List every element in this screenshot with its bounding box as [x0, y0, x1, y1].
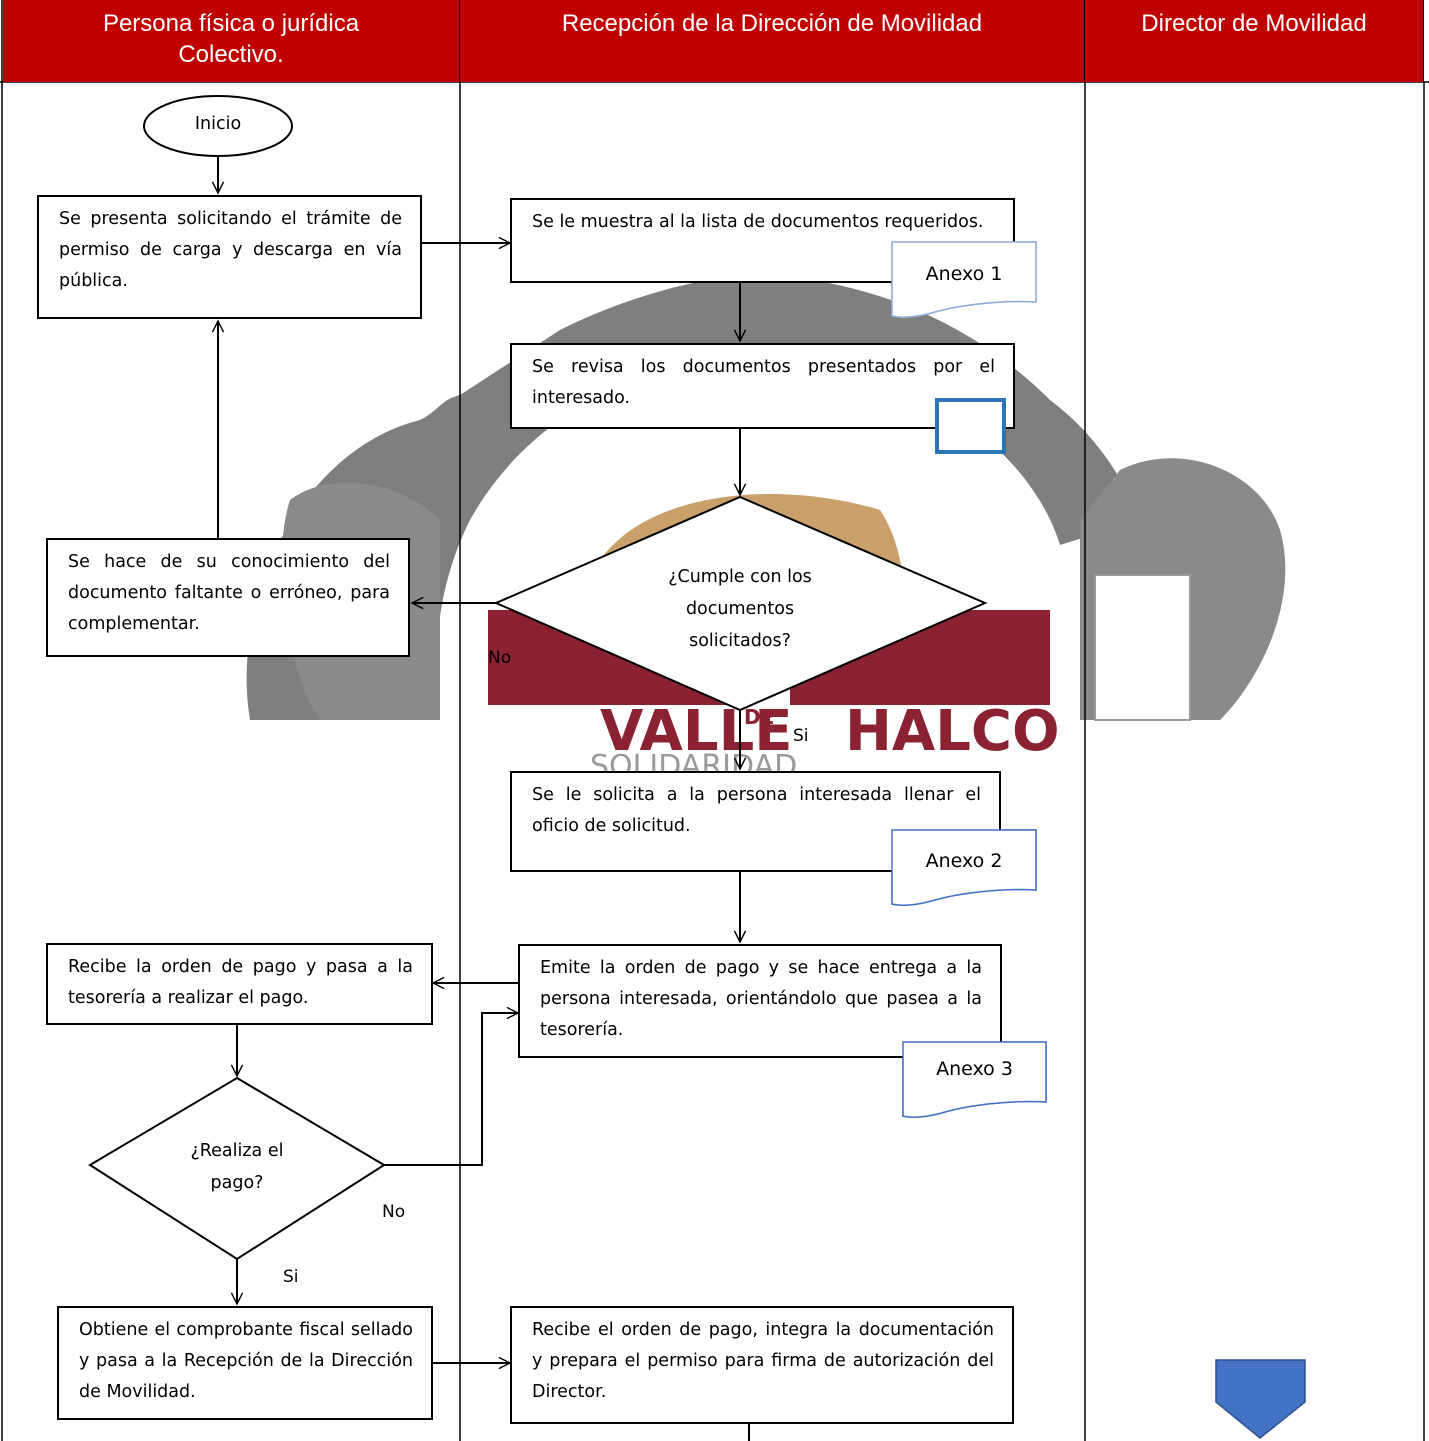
lane-header-director: Director de Movilidad [1085, 0, 1424, 82]
process-integrate-permit: Recibe el orden de pago, integra la docu… [510, 1306, 1014, 1424]
lane-header-recepcion: Recepción de la Dirección de Movilidad [460, 0, 1085, 82]
branch-si-payment: Si [283, 1267, 299, 1287]
process-inform-missing: Se hace de su conocimiento del documento… [46, 538, 410, 657]
process-request-form: Se le solicita a la persona interesada l… [510, 771, 1001, 872]
process-present-request: Se presenta solicitando el trámite de pe… [37, 195, 422, 319]
decision-documents-text: ¿Cumple con los documentos solicitados? [620, 561, 860, 657]
annex3-document-overlay [902, 1041, 1047, 1118]
watermark-de-text: DE [744, 705, 774, 729]
decision-documents-line2: documentos [685, 599, 795, 619]
annex1-document-overlay [891, 241, 1037, 318]
start-label: Inicio [194, 114, 242, 134]
annex1-label: Anexo 1 [925, 263, 1003, 285]
annex2-label: Anexo 2 [925, 850, 1003, 872]
branch-no-payment: No [382, 1202, 406, 1222]
decision-payment-line1: ¿Realiza el [190, 1141, 284, 1161]
process-review-documents: Se revisa los documentos presentados por… [510, 343, 1015, 429]
connector-square-overlay [935, 398, 1006, 454]
branch-si-documents: Si [793, 726, 809, 746]
decision-payment-line2: pago? [210, 1173, 264, 1193]
annex3-label: Anexo 3 [936, 1058, 1013, 1080]
lane-header-director-line1: Director de Movilidad [1141, 10, 1367, 37]
watermark-halco-text: HALCO [845, 699, 1060, 764]
offpage-connector-shape [1215, 1359, 1306, 1439]
annex2-document-overlay [891, 829, 1037, 906]
lane-header-persona-line2: Colectivo. [178, 41, 284, 68]
decision-documents-line1: ¿Cumple con los [668, 567, 812, 587]
lane-header-persona: Persona física o jurídica Colectivo. [3, 0, 460, 82]
watermark-valle-text: VALLE [600, 699, 793, 764]
branch-no-documents: No [488, 648, 512, 668]
decision-payment-text: ¿Realiza el pago? [160, 1135, 314, 1199]
lane-header-persona-line1: Persona física o jurídica [102, 10, 360, 37]
decision-documents-line3: solicitados? [689, 631, 791, 651]
tower-shape [1094, 574, 1191, 721]
arrow-payment-no [384, 1013, 518, 1166]
dove-shape [560, 426, 592, 448]
lane-header-recepcion-line1: Recepción de la Dirección de Movilidad [561, 10, 983, 37]
process-receive-payment-order: Recibe la orden de pago y pasa a la teso… [46, 943, 433, 1025]
flow-arrows [218, 156, 750, 1441]
process-issue-payment-order: Emite la orden de pago y se hace entrega… [518, 944, 1002, 1058]
process-obtain-receipt: Obtiene el comprobante fiscal sellado y … [57, 1306, 433, 1420]
